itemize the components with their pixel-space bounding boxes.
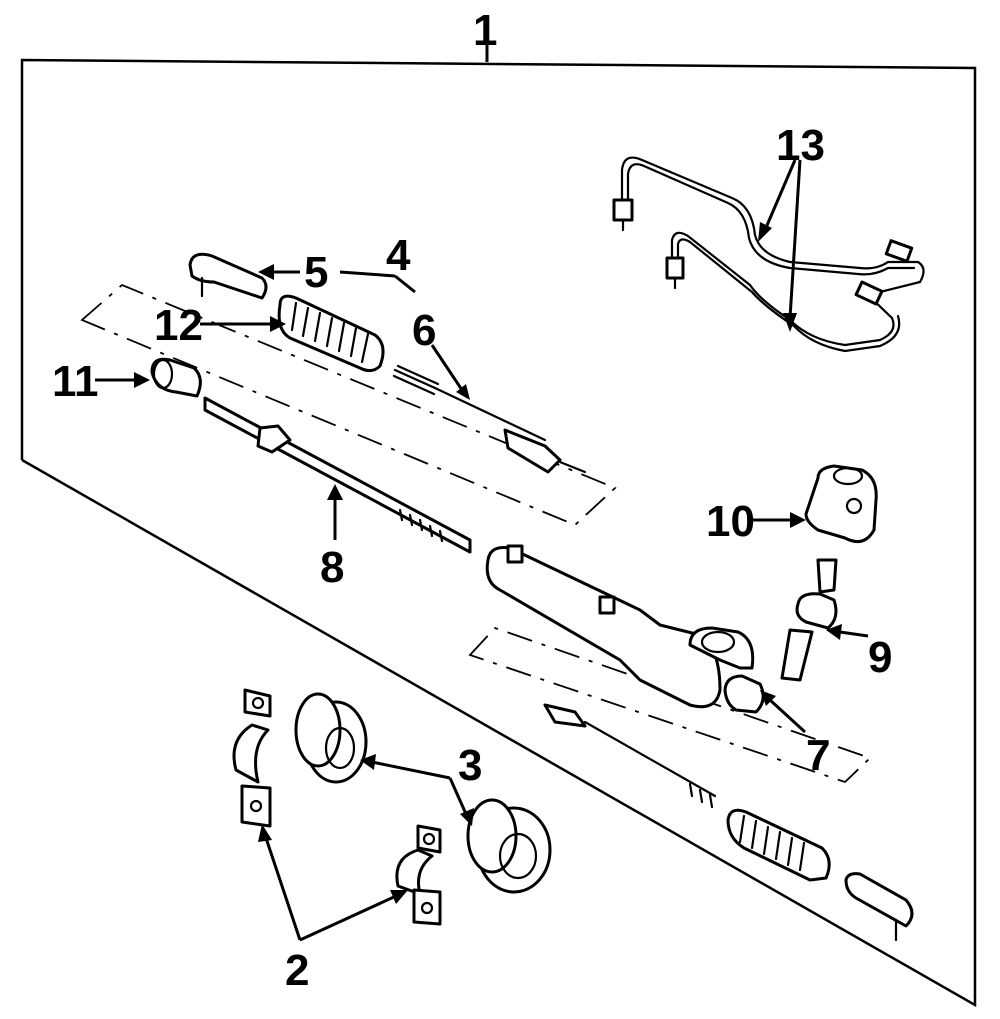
upper-dashed-outline (80, 283, 617, 527)
callout-5: 5 (304, 248, 328, 297)
rack-boot-upper (277, 294, 385, 373)
valve-housing (804, 464, 878, 544)
rack-housing (485, 544, 765, 714)
rack-boot-lower (726, 808, 831, 882)
callout-10: 10 (706, 497, 755, 546)
callout-13: 13 (776, 121, 825, 170)
pinion-shaft (780, 558, 838, 682)
inner-tie-rod-lower (543, 703, 717, 809)
callout-7: 7 (806, 731, 830, 780)
lower-dashed-outline (468, 626, 872, 784)
rack-bushing (150, 357, 202, 398)
callout-2: 2 (285, 946, 309, 995)
hydraulic-lines (612, 156, 925, 353)
assembly-frame (20, 58, 977, 1008)
outer-tie-rod-end-upper (188, 252, 268, 300)
callout-11: 11 (52, 357, 99, 406)
grommet-upper (294, 692, 368, 784)
callout-6: 6 (412, 306, 436, 355)
outer-tie-rod-end-lower (844, 872, 914, 942)
mounting-bracket-lower (395, 824, 442, 926)
callout-8: 8 (320, 543, 344, 592)
callout-12: 12 (154, 301, 203, 350)
callout-leaders (95, 159, 869, 942)
mounting-bracket-upper (232, 688, 272, 828)
callout-3: 3 (458, 741, 482, 790)
callout-9: 9 (868, 633, 892, 682)
grommet-lower (466, 798, 552, 894)
inner-tie-rod (392, 364, 587, 474)
steering-rack (203, 396, 472, 554)
callout-1: 1 (473, 6, 497, 55)
callout-4: 4 (386, 231, 411, 280)
